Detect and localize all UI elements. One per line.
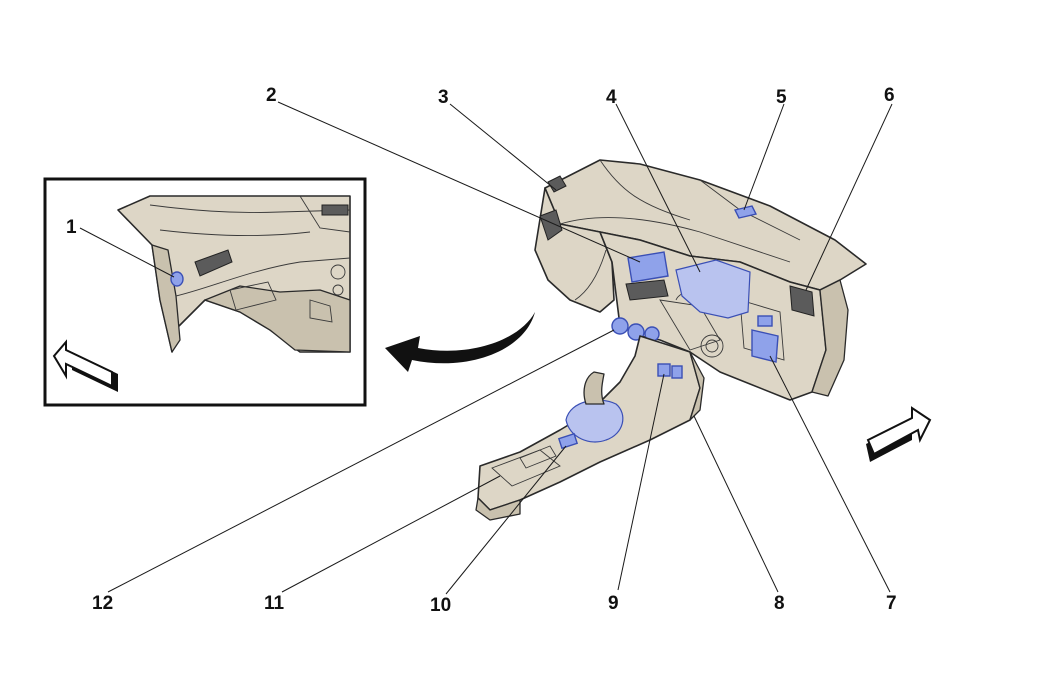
component-2-highlight — [627, 251, 669, 283]
leader-lines — [79, 101, 893, 595]
callout-10: 10 — [430, 595, 452, 616]
callout-1: 1 — [66, 217, 77, 238]
leader-9 — [617, 373, 665, 591]
leader-5 — [743, 103, 785, 211]
callout-3: 3 — [438, 87, 449, 108]
component-1-highlight — [170, 271, 184, 287]
leader-10 — [445, 445, 567, 595]
component-7-highlight — [751, 329, 779, 363]
direction-arrow-left — [52, 339, 118, 392]
leader-4 — [615, 103, 701, 273]
callout-7: 7 — [886, 593, 897, 614]
leader-3 — [449, 103, 557, 191]
leader-2 — [277, 101, 641, 263]
callout-12: 12 — [92, 593, 114, 614]
center-console — [475, 335, 705, 521]
callout-4: 4 — [606, 87, 617, 108]
callout-6: 6 — [884, 85, 895, 106]
component-12-highlight — [611, 317, 629, 335]
callout-5: 5 — [776, 87, 787, 108]
leader-7 — [769, 355, 891, 593]
leader-6 — [805, 103, 893, 291]
dashboard-main — [534, 159, 867, 401]
callout-2: 2 — [266, 85, 277, 106]
leader-1 — [79, 227, 175, 278]
component-5-highlight — [733, 205, 758, 219]
callout-9: 9 — [608, 593, 619, 614]
leader-8 — [693, 415, 779, 593]
component-10-area — [565, 399, 624, 443]
zoom-arrow — [385, 312, 535, 372]
component-10-highlight — [557, 432, 579, 450]
leader-12 — [107, 329, 615, 593]
component-4-highlight — [675, 259, 751, 319]
callout-8: 8 — [774, 593, 785, 614]
leader-11 — [281, 475, 501, 593]
direction-arrow-right — [866, 406, 932, 462]
callout-11: 11 — [264, 593, 285, 614]
